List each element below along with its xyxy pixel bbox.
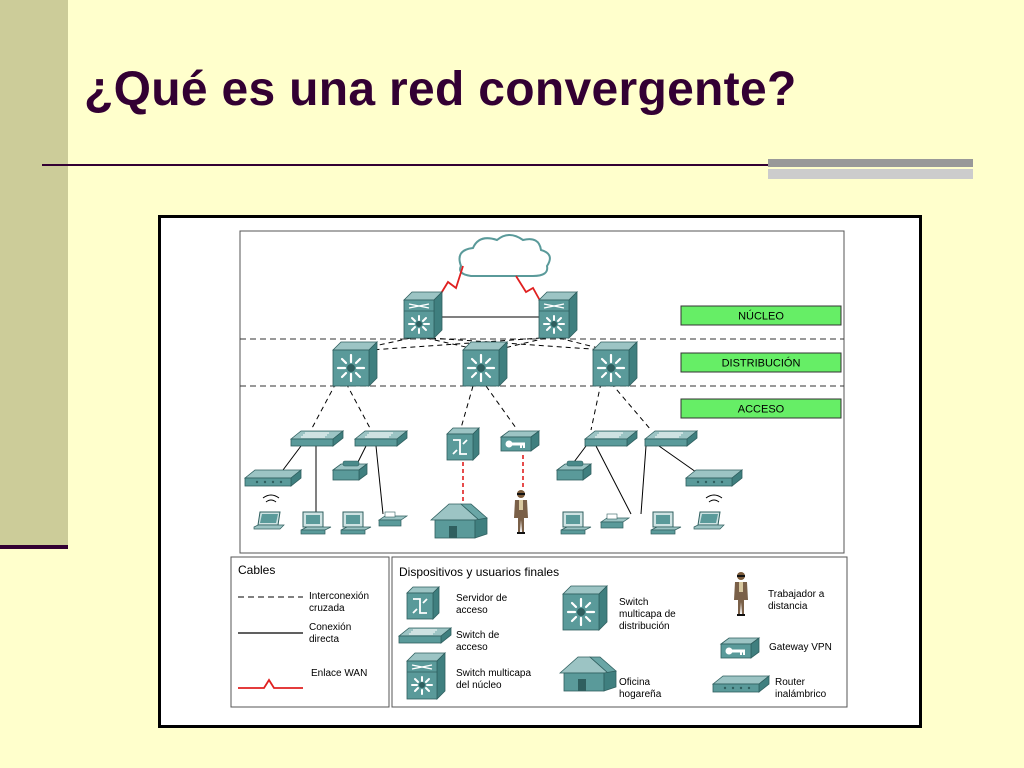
access-switch-icon — [644, 430, 698, 447]
access-switch-icon — [354, 430, 408, 447]
legend-core-switch-icon — [406, 652, 446, 700]
core-switch-icon — [538, 291, 578, 339]
legend-access-switch-icon — [398, 627, 452, 644]
legend-access-switch-label: Switch de acceso — [456, 630, 502, 653]
legend-wireless-router-icon — [712, 675, 770, 693]
network-diagram: NÚCLEO DISTRIBUCIÓN ACCESO Cables Interc… — [158, 215, 922, 728]
distribution-switch-icon — [461, 340, 509, 388]
svg-text:ACCESO: ACCESO — [738, 404, 785, 416]
layer-label-nucleo: NÚCLEO — [680, 305, 842, 326]
legend-distribution-switch-icon — [561, 584, 609, 632]
straight-cable-label: Conexión directa — [309, 622, 354, 645]
title-underline — [42, 164, 770, 166]
sidebar-decoration — [0, 0, 68, 548]
legend-distribution-switch-label: Switch multicapa de distribución — [619, 597, 678, 632]
legend-core-switch-label: Switch multicapa del núcleo — [456, 668, 534, 691]
title-accent-bar-light — [768, 169, 973, 179]
legend-home-office-label: Oficina hogareña — [619, 677, 662, 700]
devices-legend-title: Dispositivos y usuarios finales — [399, 565, 559, 579]
access-end-links — [282, 445, 697, 515]
legend-access-server-icon — [406, 586, 440, 620]
devices-legend — [391, 556, 848, 708]
wireless-router-icon — [685, 469, 743, 487]
wan-cloud-icon — [458, 234, 551, 277]
legend-vpn-gateway-icon — [720, 637, 760, 659]
crossover-cable-label: Interconexión cruzada — [309, 591, 372, 614]
vpn-gateway-icon — [500, 430, 540, 452]
access-switch-icon — [584, 430, 638, 447]
distribution-switch-icon — [591, 340, 639, 388]
access-server-icon — [446, 427, 480, 461]
sidebar-rule — [0, 545, 68, 549]
legend-teleworker-label: Trabajador a distancia — [768, 589, 827, 612]
wan-link-left — [436, 265, 464, 301]
wan-link-label: Enlace WAN — [311, 668, 367, 679]
legend-access-server-label: Servidor de acceso — [456, 593, 510, 616]
distribution-switch-icon — [331, 340, 379, 388]
legend-vpn-gateway-label: Gateway VPN — [769, 642, 832, 653]
wireless-router-icon — [244, 469, 302, 487]
wan-link-sample — [238, 678, 303, 689]
topology-panel — [239, 230, 845, 554]
svg-text:NÚCLEO: NÚCLEO — [738, 310, 784, 323]
cables-legend — [230, 556, 390, 708]
core-switch-icon — [403, 291, 443, 339]
legend-wireless-router-label: Router inalámbrico — [775, 677, 827, 700]
wireless-signal-icon — [262, 494, 723, 503]
layer-label-distribucion: DISTRIBUCIÓN — [680, 352, 842, 373]
cables-legend-title: Cables — [238, 563, 275, 577]
slide-title: ¿Qué es una red convergente? — [84, 63, 797, 116]
svg-text:DISTRIBUCIÓN: DISTRIBUCIÓN — [722, 357, 801, 370]
distribution-access-links — [310, 382, 652, 431]
remote-links — [462, 455, 524, 503]
title-accent-bar — [768, 159, 973, 167]
wan-link-right — [515, 275, 544, 307]
layer-label-acceso: ACCESO — [680, 398, 842, 419]
access-switch-icon — [290, 430, 344, 447]
